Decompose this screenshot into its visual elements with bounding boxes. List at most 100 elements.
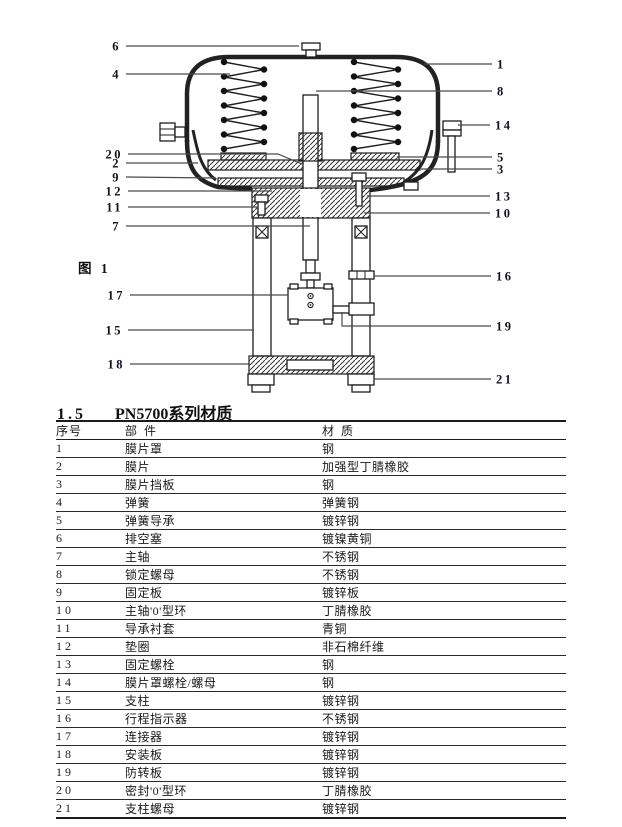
vent-plug xyxy=(301,42,321,58)
material-name: 青铜 xyxy=(322,622,348,636)
callout-label-19: 19 xyxy=(496,320,514,334)
row-number: 6 xyxy=(56,531,65,545)
weld-mark-right xyxy=(354,225,368,239)
part-name: 行程指示器 xyxy=(125,712,188,726)
lower-case-left xyxy=(184,139,253,192)
diaphragm xyxy=(191,129,217,182)
part-name: 固定螺栓 xyxy=(125,658,176,672)
callout-label-1: 1 xyxy=(497,58,506,72)
anti-rotation-plate xyxy=(332,302,375,316)
col-header-part: 部 件 xyxy=(125,424,159,438)
row-number: 21 xyxy=(56,801,74,815)
row-number: 19 xyxy=(56,765,74,779)
row-number: 16 xyxy=(56,711,74,725)
part-name: 排空塞 xyxy=(125,532,163,546)
pillar-nut-left xyxy=(247,373,275,393)
callout-label-3: 3 xyxy=(497,163,506,177)
material-name: 丁腈橡胶 xyxy=(322,604,373,618)
part-name: 弹簧 xyxy=(125,496,151,510)
main-shaft xyxy=(302,94,319,261)
table-row: 10 主轴'0'型环 丁腈橡胶 xyxy=(56,602,566,620)
left-fitting xyxy=(159,122,186,142)
material-name: 镀镍黄铜 xyxy=(322,532,373,546)
row-number: 14 xyxy=(56,675,74,689)
callout-label-6: 6 xyxy=(112,40,121,54)
part-name: 垫圈 xyxy=(125,640,151,654)
callout-leader-9 xyxy=(125,176,217,179)
part-name: 密封'0'型环 xyxy=(125,784,187,798)
material-name: 非石棉纤维 xyxy=(322,640,385,654)
row-number: 15 xyxy=(56,693,74,707)
part-name: 防转板 xyxy=(125,766,163,780)
material-name: 不锈钢 xyxy=(322,712,360,726)
callout-label-2: 2 xyxy=(112,157,121,171)
callout-label-17: 17 xyxy=(108,289,126,303)
travel-indicator xyxy=(348,270,375,280)
material-name: 镀锌钢 xyxy=(322,514,360,528)
section-title-text: PN5700系列材质 xyxy=(115,406,233,423)
left-spring xyxy=(220,58,268,154)
material-name: 镀锌钢 xyxy=(322,748,360,762)
material-name: 镀锌板 xyxy=(322,586,360,600)
callout-label-18: 18 xyxy=(108,358,126,372)
callout-label-15: 15 xyxy=(106,324,124,338)
callout-label-20: 20 xyxy=(106,148,124,162)
table-row: 6 排空塞 镀镍黄铜 xyxy=(56,530,566,548)
callout-label-8: 8 xyxy=(497,85,506,99)
table-row: 13 固定螺栓 钢 xyxy=(56,656,566,674)
material-name: 钢 xyxy=(322,676,335,690)
row-number: 12 xyxy=(56,639,74,653)
mounting-plate xyxy=(248,355,375,375)
callout-label-9: 9 xyxy=(112,171,121,185)
material-name: 钢 xyxy=(322,658,335,672)
callout-label-7: 7 xyxy=(112,220,121,234)
callout-label-13: 13 xyxy=(495,190,513,204)
part-name: 固定板 xyxy=(125,586,163,600)
pillar-left xyxy=(252,217,272,357)
row-number: 8 xyxy=(56,567,65,581)
row-number: 10 xyxy=(56,603,74,617)
part-name: 安装板 xyxy=(125,748,163,762)
case-fitting xyxy=(403,181,419,191)
connector xyxy=(287,283,334,325)
lower-case-right xyxy=(369,139,441,193)
table-row: 16 行程指示器 不锈钢 xyxy=(56,710,566,728)
part-name: 膜片挡板 xyxy=(125,478,176,492)
part-name: 膜片 xyxy=(125,460,151,474)
right-spring xyxy=(350,58,402,154)
callout-label-10: 10 xyxy=(495,207,513,221)
row-number: 13 xyxy=(56,657,74,671)
row-number: 1 xyxy=(56,441,65,455)
callout-label-5: 5 xyxy=(497,151,506,165)
row-number: 11 xyxy=(56,621,74,635)
row-number: 17 xyxy=(56,729,74,743)
material-name: 钢 xyxy=(322,442,335,456)
figure-caption: 图 1 xyxy=(78,261,111,276)
cover-bolt xyxy=(442,120,462,173)
part-name: 主轴'0'型环 xyxy=(125,604,187,618)
material-name: 弹簧钢 xyxy=(322,496,360,510)
row-number: 18 xyxy=(56,747,74,761)
table-row: 12 垫圈 非石棉纤维 xyxy=(56,638,566,656)
part-name: 主轴 xyxy=(125,550,151,564)
shaft-lower xyxy=(300,259,321,289)
callout-leader-20 xyxy=(128,153,303,165)
yoke-boss xyxy=(251,172,371,219)
callout-label-14: 14 xyxy=(495,119,513,133)
col-header-material: 材 质 xyxy=(322,424,356,438)
